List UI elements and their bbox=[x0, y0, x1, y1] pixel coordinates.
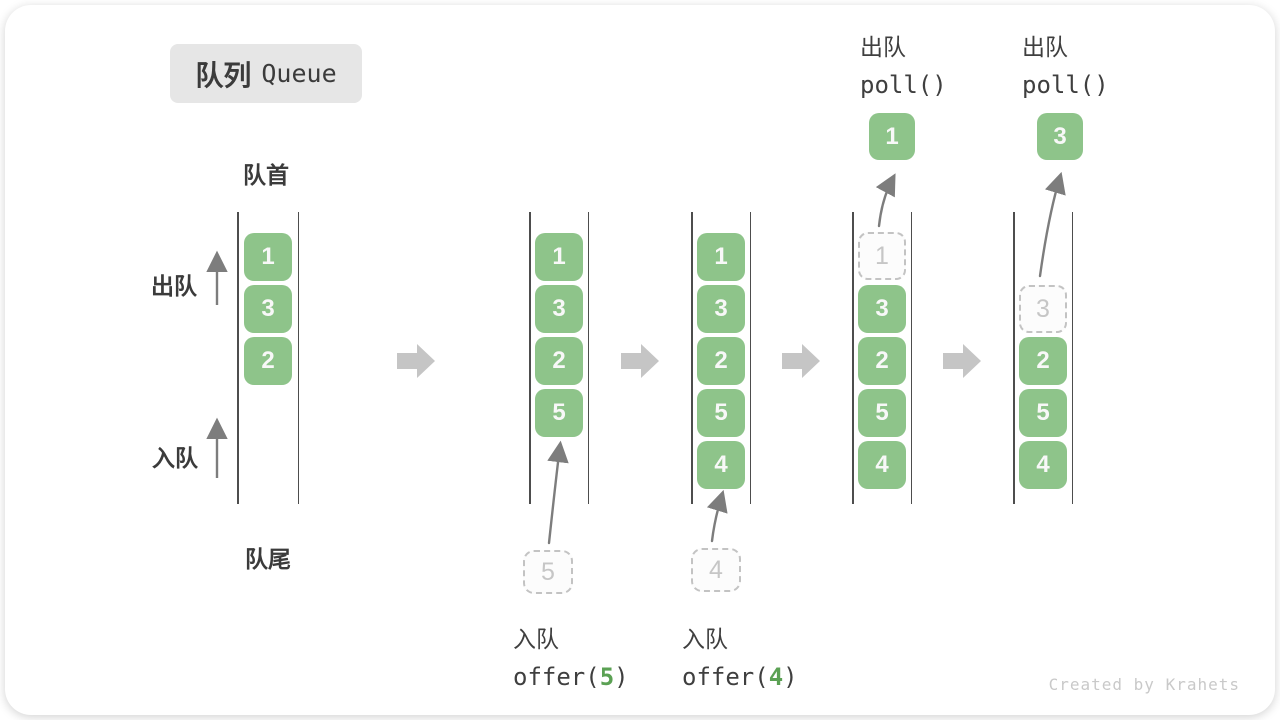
title-english: Queue bbox=[261, 59, 337, 88]
code-prefix: offer( bbox=[513, 663, 600, 691]
queue-item: 5 bbox=[697, 389, 745, 437]
queue-item: 3 bbox=[535, 285, 583, 333]
queue-item: 4 bbox=[697, 441, 745, 489]
code-prefix: offer( bbox=[682, 663, 769, 691]
pending-enqueue-item: 4 bbox=[691, 548, 741, 592]
queue-rail-left bbox=[691, 212, 693, 504]
queue-item: 5 bbox=[535, 389, 583, 437]
queue-item: 4 bbox=[858, 441, 906, 489]
queue-rail-right bbox=[749, 212, 751, 504]
queue-state-4: 1 3 2 5 4 bbox=[852, 212, 912, 504]
code-arg: 5 bbox=[599, 663, 615, 691]
queue-rail-left bbox=[529, 212, 531, 504]
dequeue-op-label: 出队 bbox=[860, 34, 906, 60]
title-box: 队列 Queue bbox=[170, 44, 362, 103]
code-suffix: ) bbox=[614, 663, 629, 691]
queue-rail-left bbox=[852, 212, 854, 504]
queue-rail-right bbox=[587, 212, 589, 504]
queue-state-3: 1 3 2 5 4 bbox=[691, 212, 751, 504]
dequeue-op-code: poll() bbox=[1022, 71, 1109, 99]
queue-item: 5 bbox=[1019, 389, 1067, 437]
dequeue-op-1: 出队 poll() bbox=[860, 28, 947, 99]
label-dequeue-side: 出队 bbox=[151, 273, 197, 299]
enqueue-op-2: 入队 offer(4) bbox=[682, 620, 798, 691]
queue-item: 1 bbox=[697, 233, 745, 281]
code-suffix: ) bbox=[783, 663, 798, 691]
label-enqueue-side: 入队 bbox=[152, 445, 198, 471]
watermark: Created by Krahets bbox=[1048, 675, 1240, 694]
enqueue-op-code: offer(4) bbox=[682, 663, 798, 691]
queue-item: 3 bbox=[244, 285, 292, 333]
enqueue-op-1: 入队 offer(5) bbox=[513, 620, 629, 691]
queue-rail-right bbox=[297, 212, 299, 504]
queue-item: 1 bbox=[535, 233, 583, 281]
queue-item: 1 bbox=[244, 233, 292, 281]
queue-item: 2 bbox=[244, 337, 292, 385]
queue-item: 2 bbox=[858, 337, 906, 385]
queue-rail-left bbox=[237, 212, 239, 504]
pending-enqueue-item: 5 bbox=[523, 550, 573, 594]
queue-state-2: 1 3 2 5 bbox=[529, 212, 589, 504]
label-queue-front: 队首 bbox=[243, 162, 289, 188]
queue-item: 4 bbox=[1019, 441, 1067, 489]
queue-item-removed: 1 bbox=[858, 232, 906, 280]
queue-state-5: 3 2 5 4 bbox=[1013, 212, 1073, 504]
queue-rail-right bbox=[1071, 212, 1073, 504]
diagram-card bbox=[5, 5, 1275, 715]
enqueue-op-code: offer(5) bbox=[513, 663, 629, 691]
queue-item: 2 bbox=[535, 337, 583, 385]
queue-item: 2 bbox=[1019, 337, 1067, 385]
queue-item: 3 bbox=[858, 285, 906, 333]
dequeue-op-2: 出队 poll() bbox=[1022, 28, 1109, 99]
enqueue-op-label: 入队 bbox=[682, 626, 728, 652]
title-chinese: 队列 bbox=[195, 59, 252, 91]
queue-item-removed: 3 bbox=[1019, 285, 1067, 333]
label-queue-rear: 队尾 bbox=[245, 546, 291, 572]
queue-state-1: 1 3 2 bbox=[237, 212, 299, 504]
code-arg: 4 bbox=[768, 663, 784, 691]
dequeue-op-code: poll() bbox=[860, 71, 947, 99]
queue-rail-right bbox=[910, 212, 912, 504]
queue-rail-left bbox=[1013, 212, 1015, 504]
queue-item: 2 bbox=[697, 337, 745, 385]
dequeue-op-label: 出队 bbox=[1022, 34, 1068, 60]
queue-item: 5 bbox=[858, 389, 906, 437]
dequeued-item: 1 bbox=[869, 113, 915, 160]
enqueue-op-label: 入队 bbox=[513, 626, 559, 652]
queue-item: 3 bbox=[697, 285, 745, 333]
dequeued-item: 3 bbox=[1037, 113, 1083, 160]
